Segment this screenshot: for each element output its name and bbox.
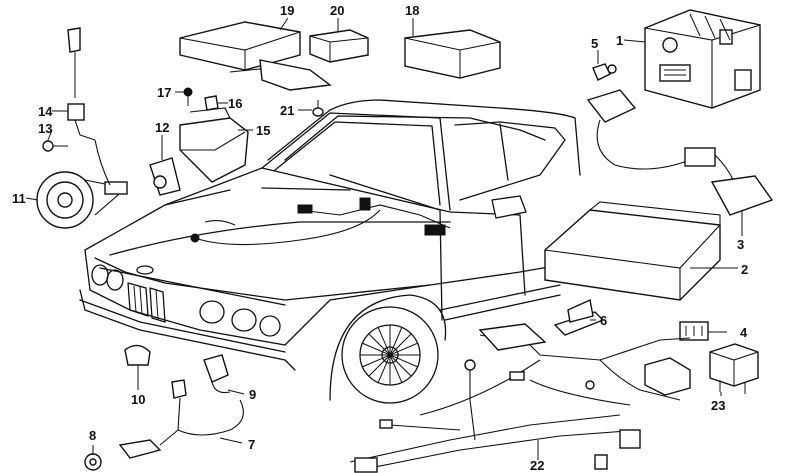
label-5: 5 [591, 36, 598, 51]
part-4-relay [679, 321, 709, 341]
label-2: 2 [741, 262, 748, 277]
part-14-holder [67, 27, 111, 186]
leader-lines [25, 17, 743, 460]
part-7-sensor [118, 379, 244, 459]
label-9: 9 [249, 387, 256, 402]
part-3-cable [586, 89, 774, 216]
part-15-bracket [179, 107, 249, 183]
label-12: 12 [155, 120, 169, 135]
label-6: 6 [600, 313, 607, 328]
part-5-sensor [592, 63, 617, 81]
part-23-relay [709, 343, 759, 394]
label-10: 10 [131, 392, 145, 407]
label-18: 18 [405, 3, 419, 18]
part-1-control-unit [644, 9, 761, 109]
part-8-nut [84, 453, 102, 471]
label-17: 17 [157, 85, 171, 100]
part-11-horn [36, 171, 128, 229]
label-3: 3 [737, 237, 744, 252]
part-2-module [544, 201, 721, 301]
label-4: 4 [740, 325, 748, 340]
label-23: 23 [711, 398, 725, 413]
label-20: 20 [330, 3, 344, 18]
label-1: 1 [616, 33, 623, 48]
label-7: 7 [248, 437, 255, 452]
part-16-clip [204, 95, 219, 111]
wheel-spokes [360, 325, 420, 385]
part-10-clamp [124, 344, 151, 366]
label-14: 14 [38, 104, 53, 119]
label-8: 8 [89, 428, 96, 443]
part-20-relay [309, 29, 369, 63]
part-17-screw [183, 87, 193, 106]
part-6-bracket [553, 298, 605, 336]
part-18-box [404, 29, 501, 79]
part-22-harness [349, 323, 691, 473]
label-19: 19 [280, 3, 294, 18]
part-19-module [179, 21, 332, 91]
part-9-clip [203, 354, 231, 394]
label-11: 11 [12, 191, 26, 206]
label-21: 21 [280, 103, 294, 118]
label-22: 22 [530, 458, 544, 473]
part-13-bolt [42, 140, 68, 152]
part-number-labels: 1 2 3 4 5 6 7 8 9 10 11 12 13 14 15 16 1… [12, 3, 748, 473]
car-illustration [79, 99, 581, 404]
part-21-grommet [312, 100, 324, 117]
label-16: 16 [228, 96, 242, 111]
label-15: 15 [256, 123, 270, 138]
part-12-bracket [149, 157, 181, 196]
label-13: 13 [38, 121, 52, 136]
